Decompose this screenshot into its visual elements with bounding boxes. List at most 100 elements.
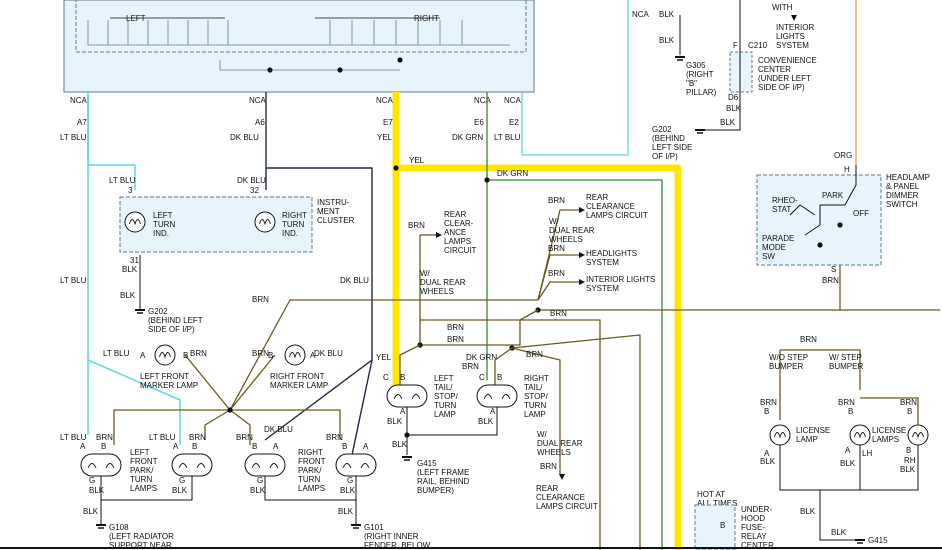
arrow-icon	[579, 207, 585, 213]
left-turn-indicator-bulb-icon	[124, 211, 146, 233]
splice-dot	[837, 222, 843, 228]
wire-brn-left-front-park	[113, 409, 230, 445]
label-pin_b: B	[252, 442, 257, 451]
bulb-filament	[129, 219, 141, 226]
label-yel: YEL	[376, 353, 392, 362]
label-blk: BLK	[760, 457, 776, 466]
wire-brn-right-down	[511, 334, 641, 550]
splice-dot	[393, 165, 399, 171]
right-turn-indicator-bulb-icon	[254, 211, 276, 233]
wire-brn-interior	[537, 281, 580, 301]
label-yel: YEL	[409, 156, 425, 165]
label-brn: BRN	[96, 433, 113, 442]
label-pin_b: B	[764, 407, 769, 416]
wire-brn-right-park	[229, 409, 251, 445]
bulb-filament	[912, 432, 924, 439]
label-blk: BLK	[478, 417, 494, 426]
label-pin_g: G	[179, 476, 185, 485]
label-dk_grn: DK GRN	[497, 169, 528, 178]
label-a6: A6	[255, 118, 265, 127]
bulb-circle	[254, 211, 276, 233]
label-nca: NCA	[632, 10, 650, 19]
right-front-park-lamp-1-icon	[244, 453, 286, 477]
label-blk: BLK	[720, 118, 736, 127]
splice-dot	[817, 242, 823, 248]
arrow-icon	[436, 232, 442, 238]
wire-dk-blu	[265, 92, 373, 456]
splice-dot	[404, 432, 410, 438]
headlamp-switch-box	[756, 174, 882, 266]
label-rheostat: RHEO-STAT	[772, 196, 798, 214]
label-park: PARK	[822, 191, 844, 200]
label-pin_a: A	[273, 442, 279, 451]
arrow-icon	[579, 252, 585, 258]
label-org: ORG	[834, 151, 852, 160]
label-e2: E2	[509, 118, 519, 127]
label-pin_b: B	[192, 442, 197, 451]
lamp-filaments	[393, 394, 421, 400]
label-with_arrow: WITH	[772, 3, 793, 12]
label-off: OFF	[853, 209, 869, 218]
label-pin3: 3	[128, 186, 133, 195]
label-blk: BLK	[338, 507, 354, 516]
label-brn: BRN	[252, 295, 269, 304]
label-blk: BLK	[122, 265, 138, 274]
label-lh: LH	[862, 449, 872, 458]
splice-dot	[227, 407, 233, 413]
bulb-filament	[259, 219, 271, 226]
label-blk: BLK	[172, 486, 188, 495]
label-lt_blu: LT BLU	[60, 133, 87, 142]
license-lamp-lh-icon	[849, 424, 871, 446]
wire-brn-to-right-tail	[494, 347, 513, 385]
label-pin_b: B	[183, 351, 188, 360]
label-brn: BRN	[838, 398, 855, 407]
label-nca: NCA	[376, 96, 394, 105]
label-pin_a: A	[363, 442, 369, 451]
lamp-filaments	[87, 463, 115, 469]
lamp-filaments	[178, 463, 206, 469]
label-pin_g: G	[89, 476, 95, 485]
lamp-filaments	[483, 394, 511, 400]
label-pin_a: A	[764, 449, 770, 458]
lamp-housing	[476, 384, 518, 408]
label-nca: NCA	[70, 96, 88, 105]
lamp-housing	[171, 453, 213, 477]
label-lt_blu: LT BLU	[60, 433, 87, 442]
label-brn: BRN	[548, 269, 565, 278]
label-pin31: 31	[130, 256, 139, 265]
wire-blk-left-park-gnd	[101, 476, 193, 501]
label-brn: BRN	[408, 221, 425, 230]
bulb-filament	[159, 352, 171, 359]
convenience-center-box	[729, 51, 753, 93]
wire-brn-left-park-2	[204, 409, 231, 440]
wire-brn-left-marker	[184, 354, 231, 411]
underhood-fuse-relay-box	[694, 504, 736, 550]
rheostat-symbol	[789, 204, 816, 216]
wire-brn-license-bus	[780, 349, 861, 390]
label-dk_blu: DK BLU	[340, 276, 369, 285]
label-blk: BLK	[83, 507, 99, 516]
label-pin_c: C	[383, 373, 389, 382]
label-brn: BRN	[760, 398, 777, 407]
wire-brn-rear-clear-bottom	[511, 347, 561, 475]
right-tail-lamp-icon	[476, 384, 518, 408]
wire-brn-headlights	[537, 254, 580, 301]
interior-lights-arrow-icon	[791, 15, 797, 21]
wire-lt-blu-e2	[521, 0, 629, 156]
label-lt_blu: LT BLU	[494, 133, 521, 142]
left-front-park-lamp-2-icon	[171, 453, 213, 477]
